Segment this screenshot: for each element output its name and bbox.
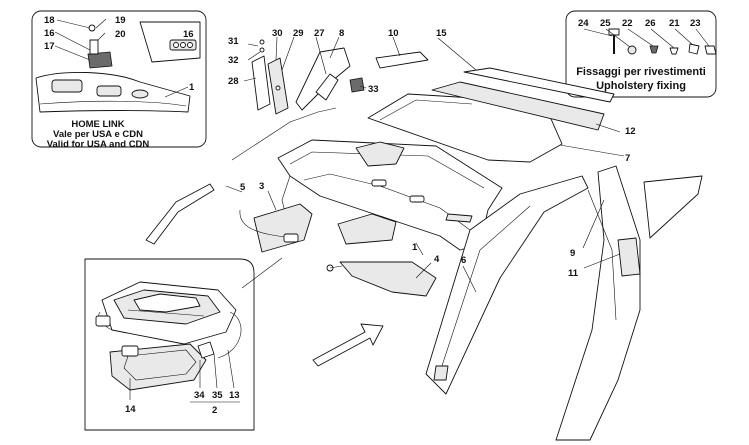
callout-6: 6: [461, 255, 466, 266]
callout-8: 8: [339, 28, 344, 39]
callout-11: 11: [568, 268, 579, 279]
home-link-note-en: Valid for USA and CDN: [47, 139, 150, 150]
callout-33: 33: [368, 84, 379, 95]
callout-23: 23: [690, 18, 701, 29]
callout-14: 14: [125, 404, 136, 415]
callout-34: 34: [194, 390, 205, 401]
callout-2: 2: [212, 405, 217, 416]
callout-20: 20: [115, 29, 126, 40]
callout-30: 30: [272, 28, 283, 39]
callout-29: 29: [293, 28, 304, 39]
callout-19: 19: [115, 15, 126, 26]
callout-7: 7: [625, 153, 630, 164]
callout-13: 13: [229, 390, 240, 401]
front-direction-arrow-icon: [312, 323, 384, 367]
callout-17: 17: [44, 41, 55, 52]
home-link-inset: 18 19 16 20 17 16 1 HOME LINK Vale per U…: [31, 10, 207, 150]
callout-16-left: 16: [44, 28, 55, 39]
callout-10: 10: [388, 28, 399, 39]
callout-32: 32: [228, 55, 239, 66]
callout-4: 4: [434, 254, 440, 265]
callout-18: 18: [44, 15, 55, 26]
callout-24: 24: [578, 18, 589, 29]
fasteners-title-en: Upholstery fixing: [596, 80, 686, 92]
callout-1-inset: 1: [189, 82, 195, 93]
callout-15: 15: [436, 28, 447, 39]
callout-3: 3: [259, 181, 264, 192]
home-link-note-it: Vale per USA e CDN: [53, 129, 143, 140]
callout-16-right: 16: [183, 29, 194, 40]
callout-5: 5: [240, 182, 246, 193]
callout-9: 9: [570, 248, 575, 259]
callout-22: 22: [622, 18, 633, 29]
callout-31: 31: [228, 36, 239, 47]
callout-35: 35: [212, 390, 223, 401]
callout-12: 12: [625, 126, 636, 137]
headliner-assembly: 1 4 3 5 6 7 8 9 10 11 12 15 27 29 30 31 …: [145, 28, 703, 441]
fasteners-title-it: Fissaggi per rivestimenti: [576, 66, 706, 78]
overhead-console-inset: 14 34 35 13 2: [84, 258, 384, 431]
fasteners-inset: 24 25 22 26 21 23 Fissaggi per rivestime…: [565, 10, 717, 98]
callout-27: 27: [314, 28, 325, 39]
callout-21: 21: [669, 18, 680, 29]
callout-25: 25: [600, 18, 611, 29]
callout-26: 26: [645, 18, 656, 29]
callout-1-main: 1: [412, 242, 418, 253]
callout-28: 28: [228, 76, 239, 87]
home-link-title: HOME LINK: [71, 119, 124, 130]
